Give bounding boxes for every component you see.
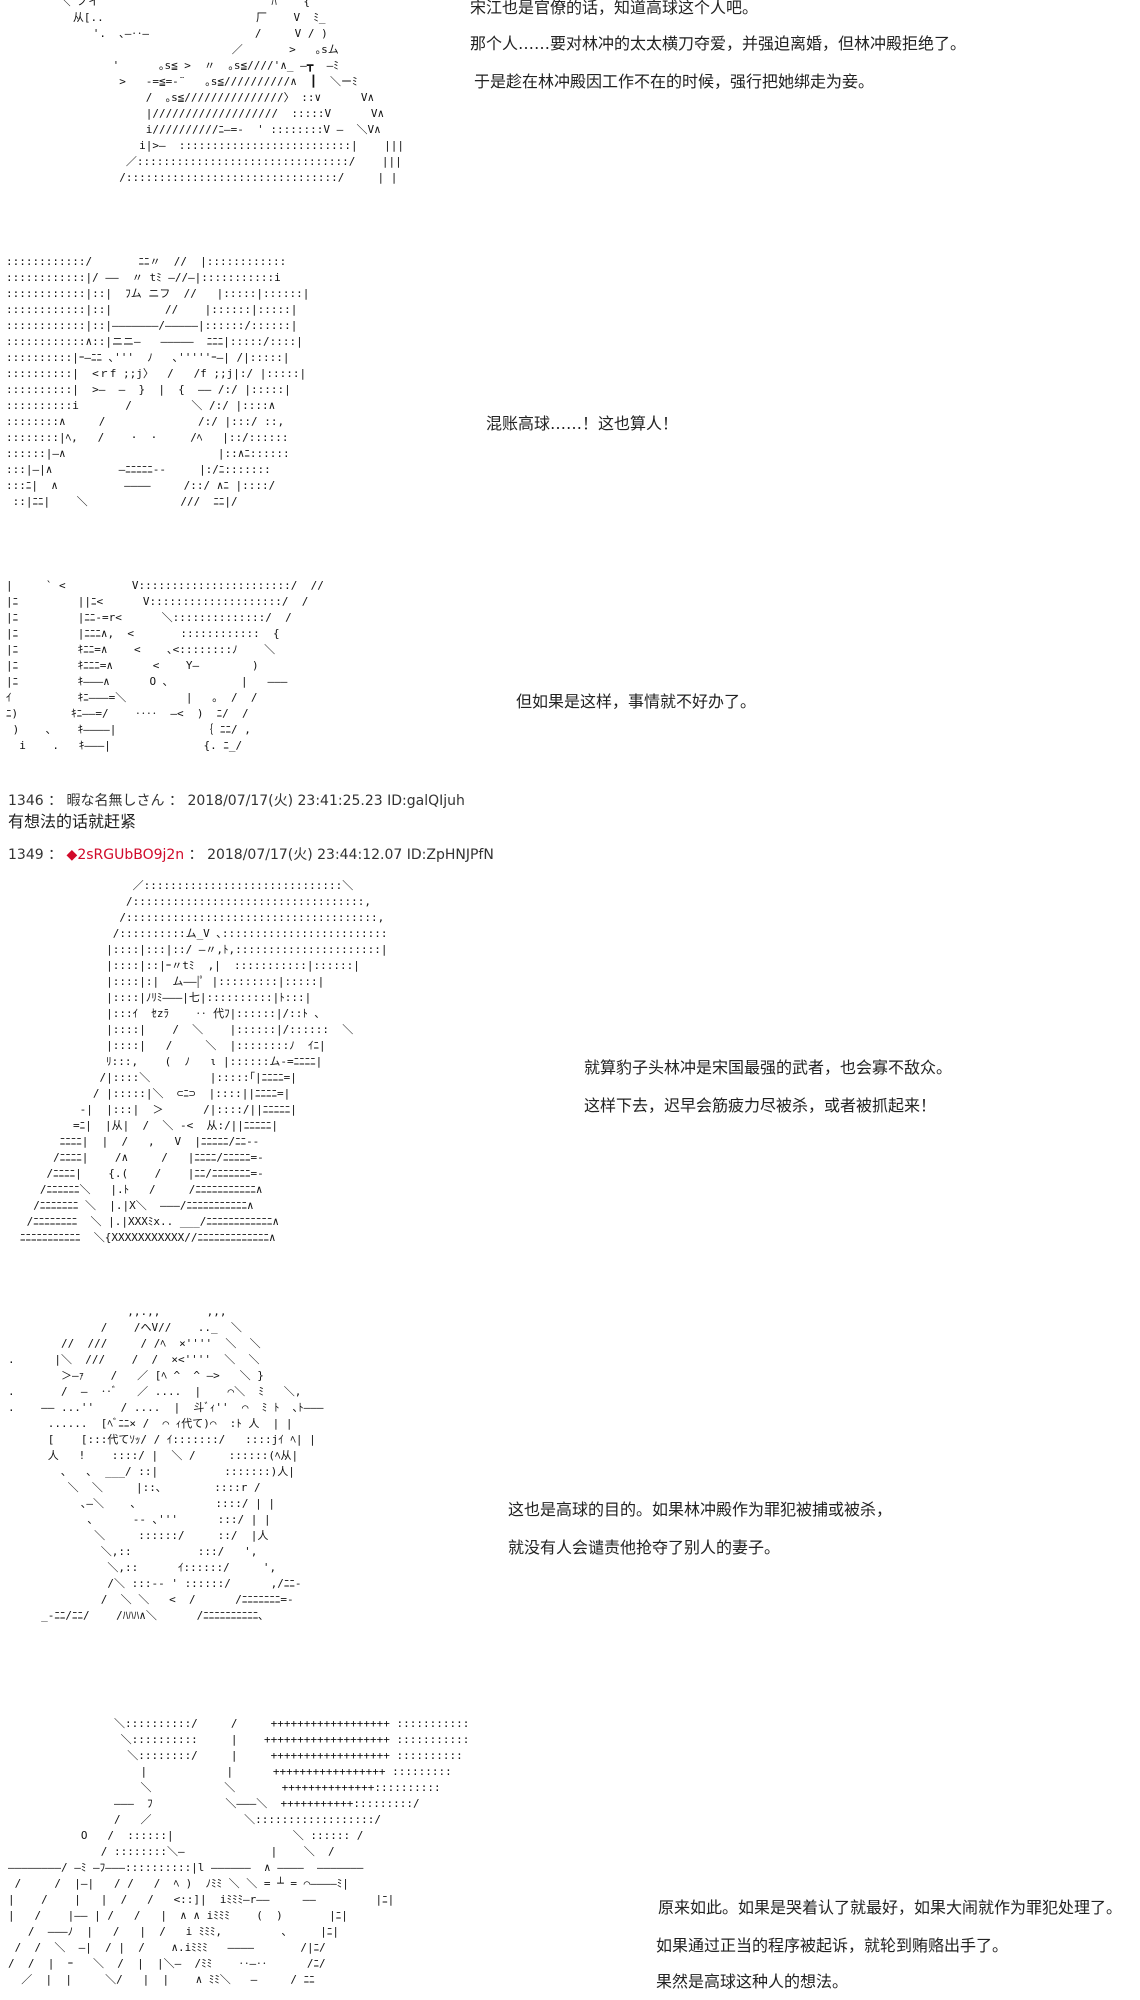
post-body: 有想法的话就赶紧 — [8, 812, 137, 831]
poster-name: 暇な名無しさん — [66, 793, 165, 809]
post-number[interactable]: 1349 — [8, 847, 44, 863]
ascii-art-panel-6: ＼::::::::::/ / ++++++++++++++++++ ::::::… — [8, 1717, 470, 1986]
dialogue-line: 但如果是这样，事情就不好办了。 — [516, 692, 757, 711]
post-meta: ： 2018/07/17(火) 23:44:12.07 ID:ZpHNJPfN — [184, 847, 494, 863]
dialogue-line: 原来如此。如果是哭着认了就最好，如果大闹就作为罪犯处理了。 — [658, 1898, 1123, 1917]
dialogue-line: 就没有人会谴责他抢夺了别人的妻子。 — [508, 1538, 781, 1557]
dialogue-line: 果然是高球这种人的想法。 — [656, 1972, 849, 1991]
dialogue-line: 这样下去，迟早会筋疲力尽被杀，或者被抓起来！ — [584, 1096, 937, 1115]
ascii-art-panel-5: ,,.,, ,,, / /ヘV// .._ ＼ // /// / /ﾍ ×'''… — [8, 1305, 324, 1622]
ascii-art-panel-4: ／::::::::::::::::::::::::::::::＼ /::::::… — [20, 879, 388, 1244]
post-number[interactable]: 1346 — [8, 793, 44, 809]
dialogue-line: 那个人……要对林冲的太太横刀夺爱，并强迫离婚，但林冲殿拒绝了。 — [470, 34, 967, 53]
dialogue-line: 这也是高球的目的。如果林冲殿作为罪犯被捕或被杀， — [508, 1500, 893, 1519]
post-meta: ： 2018/07/17(火) 23:41:25.23 ID:galQIjuh — [164, 793, 465, 809]
ascii-art-panel-3: | ` < V:::::::::::::::::::::::/ // |ﾆ ||… — [6, 579, 324, 752]
dialogue-line: 如果通过正当的程序被起诉，就轮到贿赂出手了。 — [656, 1936, 1009, 1955]
separator: ： — [43, 847, 67, 863]
post-header: 1349 ： ◆2sRGUbBO9j2n ： 2018/07/17(火) 23:… — [8, 846, 494, 864]
separator: ： — [43, 793, 67, 809]
ascii-art-panel-1: ＼ ノイ ﾊ { 从[.. 厂 V ﾐ_ '. ､―‥― / V / ) ／ >… — [59, 0, 404, 184]
poster-trip: ◆2sRGUbBO9j2n — [66, 847, 185, 863]
ascii-art-panel-2: ::::::::::::/ ﾆﾆ〃 // |:::::::::::: :::::… — [6, 255, 310, 508]
dialogue-line: 混账高球……！这也算人！ — [486, 414, 679, 433]
post-header: 1346 ： 暇な名無しさん ： 2018/07/17(火) 23:41:25.… — [8, 792, 465, 810]
dialogue-line: 就算豹子头林冲是宋国最强的武者，也会寡不敌众。 — [584, 1058, 953, 1077]
dialogue-line: 于是趁在林冲殿因工作不在的时候，强行把她绑走为妾。 — [474, 72, 875, 91]
dialogue-line: 宋江也是官僚的话，知道高球这个人吧。 — [470, 0, 759, 17]
